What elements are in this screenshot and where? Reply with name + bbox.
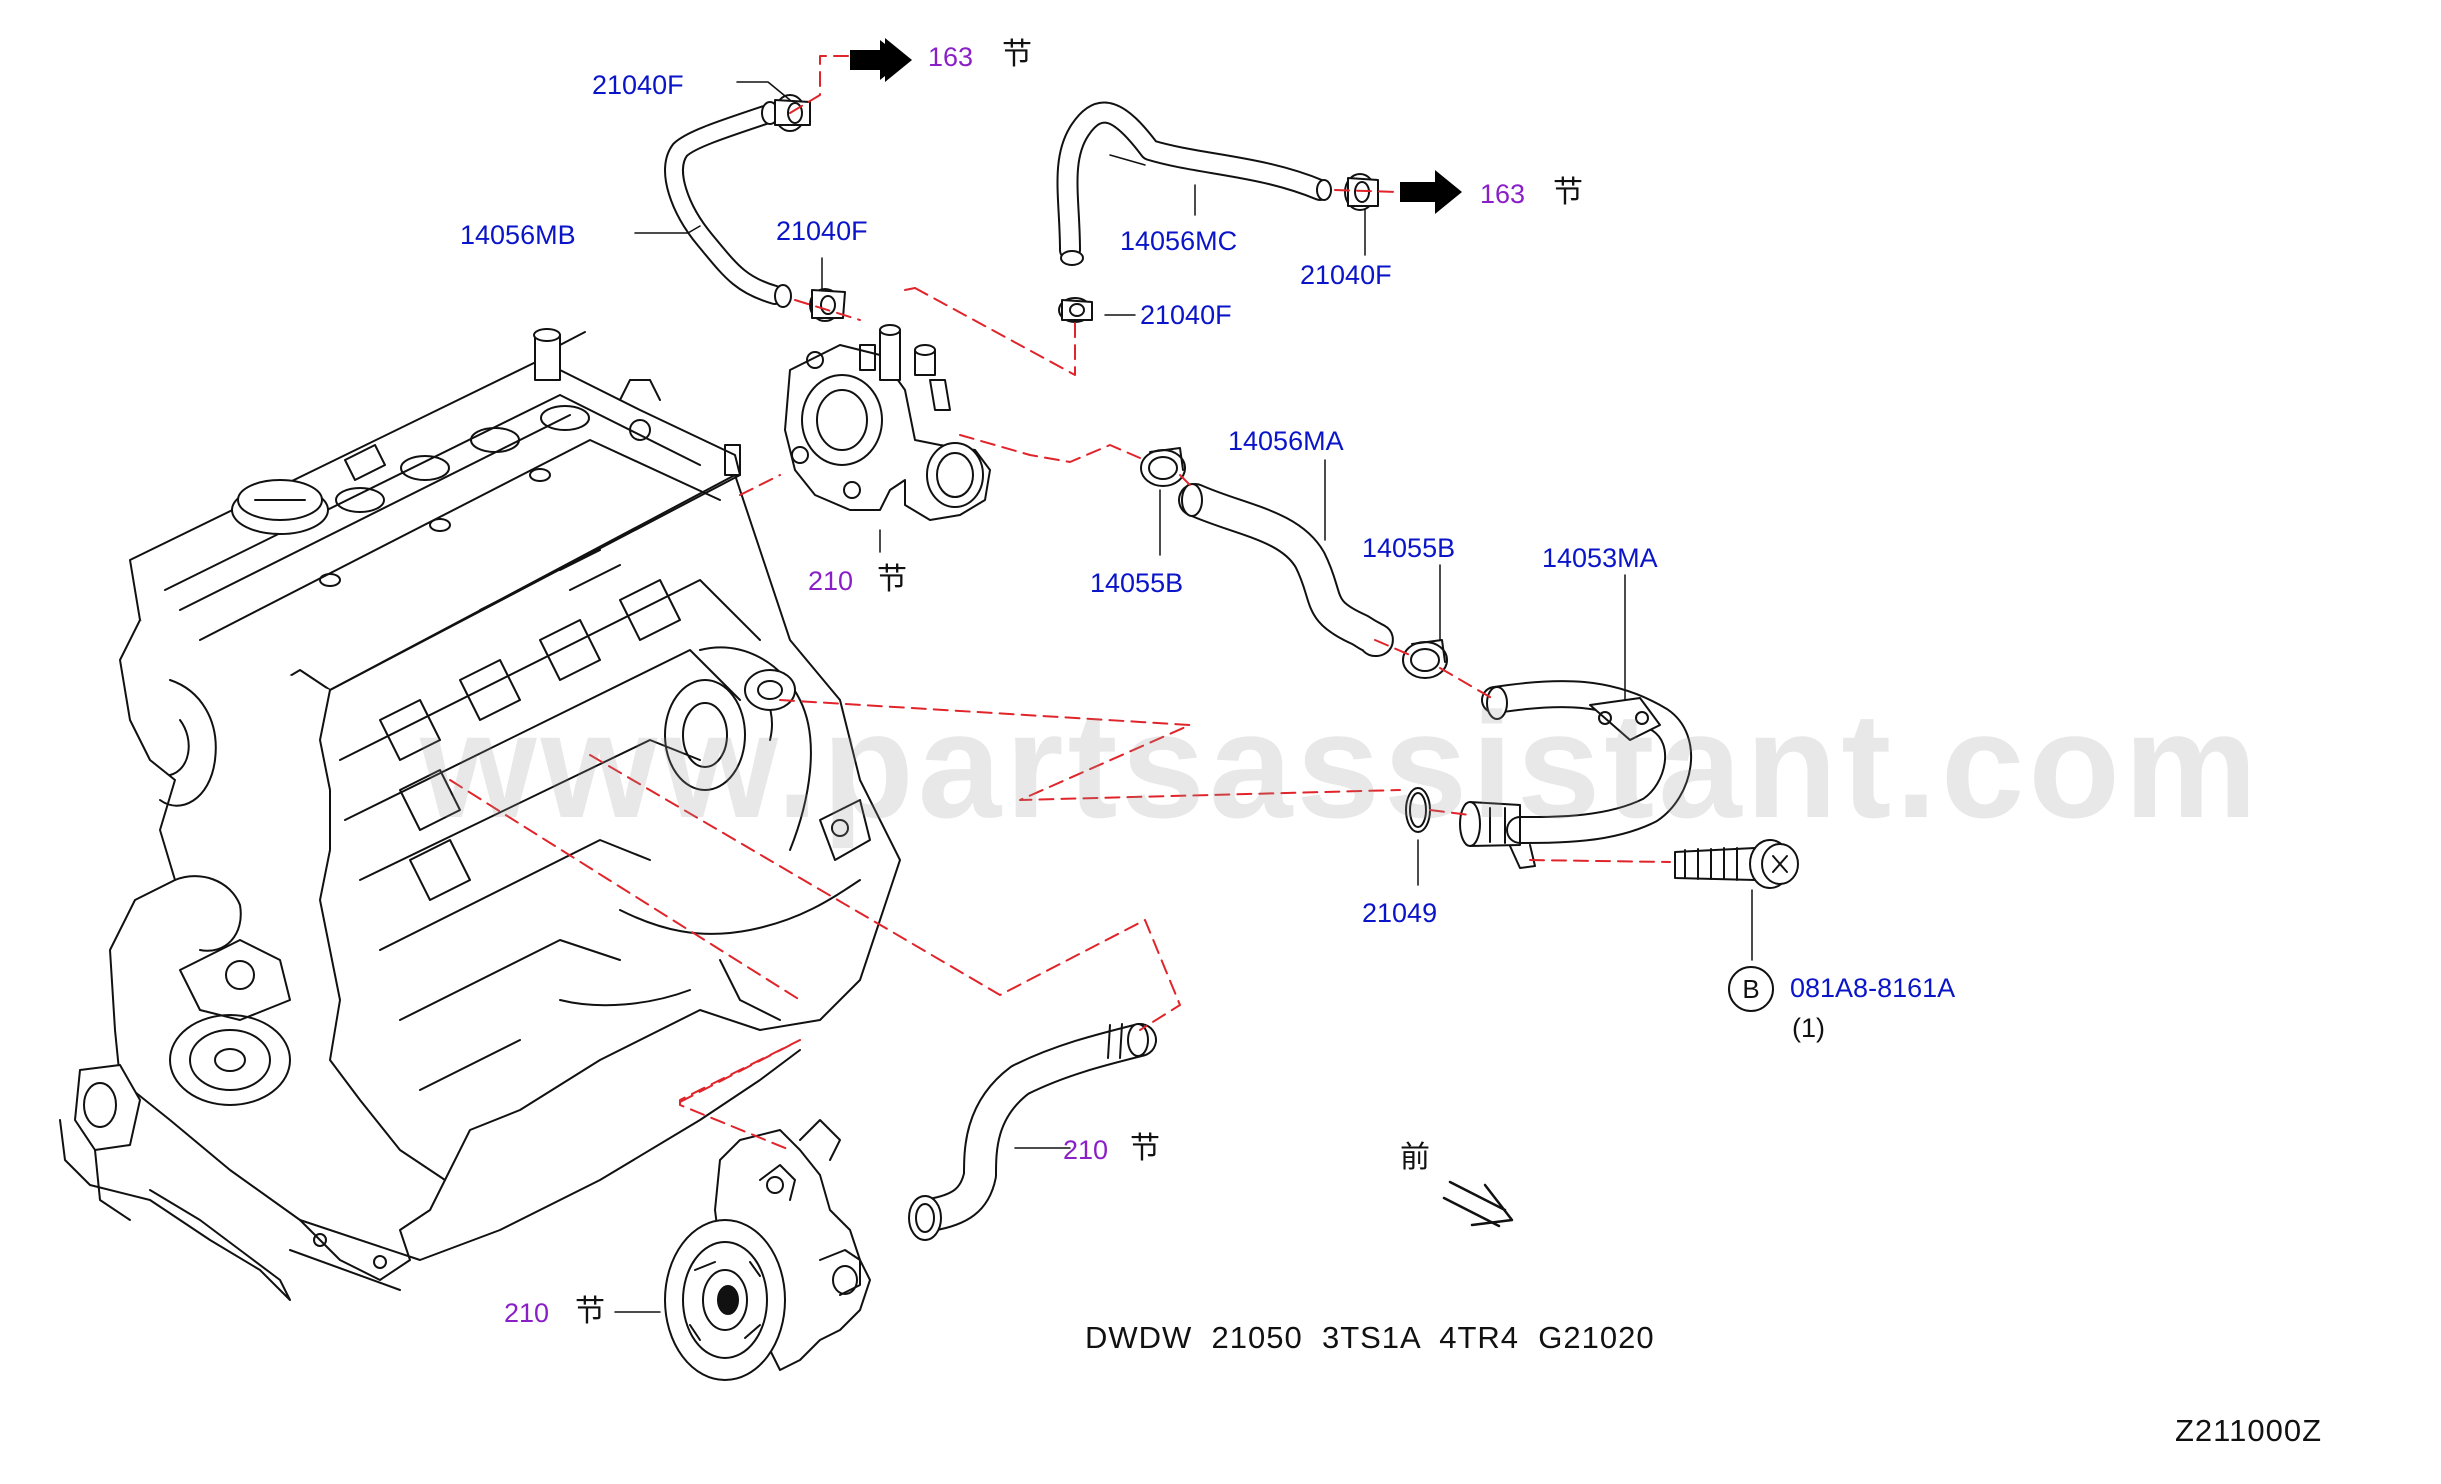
front-direction-label: 前 bbox=[1400, 1140, 1430, 1175]
arrow-163-a-body bbox=[850, 38, 912, 82]
model-code: DWDW 21050 3TS1A 4TR4 G21020 bbox=[1085, 1320, 1655, 1355]
leader-lines bbox=[614, 81, 1753, 1313]
label-21049: 21049 bbox=[1362, 898, 1438, 928]
ref-163-top-section: 节 bbox=[1002, 37, 1032, 72]
label-21040f-top-left: 21040F bbox=[592, 70, 684, 100]
watermark: www.partsassistant.com bbox=[420, 681, 2262, 849]
clamp-21040f-b bbox=[809, 288, 846, 322]
clamp-21040f-a bbox=[774, 94, 811, 132]
ref-210-hose-section: 节 bbox=[1130, 1131, 1160, 1166]
ref-163-top: 163 bbox=[928, 42, 974, 72]
diagram-id: Z211000Z bbox=[2175, 1413, 2323, 1448]
dashed-leaders bbox=[449, 55, 1671, 1151]
clamp-21040f-d bbox=[1058, 297, 1093, 323]
clamp-14055b-a bbox=[1140, 447, 1186, 487]
label-14055b-right: 14055B bbox=[1362, 533, 1456, 563]
label-081a8-8161a: 081A8-8161A bbox=[1790, 973, 1956, 1003]
ref-163-right-section: 节 bbox=[1553, 175, 1583, 210]
label-21040f-lower: 21040F bbox=[1140, 300, 1232, 330]
label-21040f-middle: 21040F bbox=[776, 216, 868, 246]
bolt-081a8 bbox=[1674, 839, 1799, 889]
pipe-14053ma bbox=[1459, 680, 1693, 869]
label-14055b-left: 14055B bbox=[1090, 568, 1184, 598]
ref-210-pump-section: 节 bbox=[575, 1294, 605, 1329]
label-14056mb: 14056MB bbox=[460, 220, 576, 250]
clamp-21040f-c bbox=[1344, 173, 1379, 211]
ref-210-thermostat-section: 节 bbox=[877, 562, 907, 597]
clamp-14055b-b bbox=[1402, 639, 1448, 679]
bolt-type-b-badge: B bbox=[1728, 966, 1774, 1012]
label-14056ma: 14056MA bbox=[1228, 426, 1344, 456]
water-pump bbox=[664, 1119, 871, 1381]
ref-163-right: 163 bbox=[1480, 179, 1526, 209]
label-21040f-right: 21040F bbox=[1300, 260, 1392, 290]
ref-210-pump: 210 bbox=[504, 1298, 550, 1328]
label-14053ma: 14053MA bbox=[1542, 543, 1658, 573]
engine-block bbox=[59, 328, 901, 1301]
thermostat-housing bbox=[784, 324, 991, 521]
label-quantity: (1) bbox=[1792, 1013, 1825, 1043]
ref-210-thermostat: 210 bbox=[808, 566, 854, 596]
hose-14056mc bbox=[1056, 101, 1332, 266]
hose-14056mb bbox=[664, 101, 792, 308]
hose-210-lower bbox=[908, 1023, 1157, 1241]
hose-14056ma bbox=[1178, 483, 1394, 657]
arrow-163-b bbox=[1400, 170, 1462, 214]
front-arrow bbox=[1442, 1180, 1514, 1228]
ref-210-hose: 210 bbox=[1063, 1135, 1109, 1165]
label-14056mc: 14056MC bbox=[1120, 226, 1238, 256]
